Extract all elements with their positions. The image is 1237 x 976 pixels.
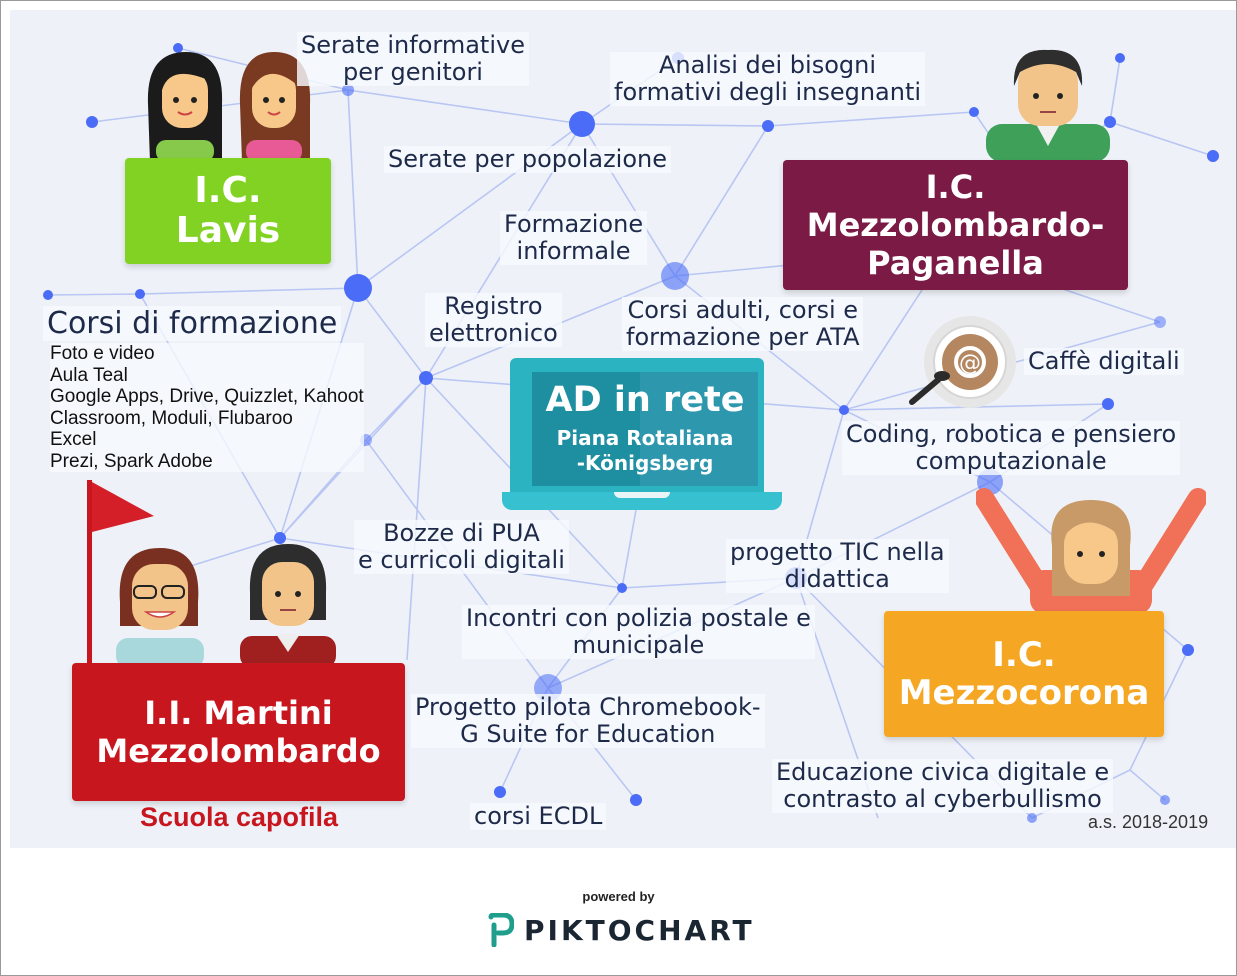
corsi-formazione-title: Corsi di formazione (43, 306, 342, 341)
label-bozze-pua: Bozze di PUA e curricoli digitali (354, 520, 569, 574)
flag-icon (87, 480, 154, 668)
teacher-woman-icon (116, 548, 204, 668)
label-formazione-informale: Formazione informale (500, 211, 648, 265)
piktochart-logo[interactable]: PIKTOCHART (488, 910, 755, 950)
school-year-label: a.s. 2018-2019 (1088, 812, 1209, 832)
teacher-man-icon (986, 49, 1110, 162)
node-ic-mezzolombardo-paganella: I.C. Mezzolombardo- Paganella (783, 160, 1128, 290)
powered-by-label: powered by (582, 889, 655, 904)
label-educazione-civica: Educazione civica digitale e contrasto a… (772, 759, 1114, 813)
piktochart-wordmark: PIKTOCHART (524, 913, 755, 947)
list-item: Google Apps, Drive, Quizzlet, Kahoot (50, 386, 364, 407)
student-girl-1-icon (147, 52, 223, 162)
label-registro-elettronico: Registro elettronico (425, 293, 562, 347)
center-title: AD in rete (545, 380, 745, 420)
corsi-formazione-list: Foto e video Aula Teal Google Apps, Driv… (50, 343, 364, 472)
laptop-screen: AD in rete Piana Rotaliana -Königsberg (510, 358, 764, 492)
label-serate-genitori: Serate informative per genitori (297, 32, 529, 86)
coffee-cup-at-icon: @ (909, 316, 1016, 408)
label-progetto-tic: progetto TIC nella didattica (726, 539, 949, 593)
label-analisi-bisogni: Analisi dei bisogni formativi degli inse… (610, 52, 926, 106)
label-coding: Coding, robotica e pensiero computaziona… (842, 421, 1181, 475)
student-girl-2-icon (239, 52, 311, 162)
lavis-students-illustration (147, 52, 311, 162)
martini-teachers-illustration (116, 544, 336, 668)
network-diagram: I.C. Lavis I.C. Mezzolombardo- Paganella (10, 10, 1236, 848)
label-caffe-digitali: Caffè digitali (1024, 348, 1184, 375)
laptop-icon: AD in rete Piana Rotaliana -Königsberg (502, 358, 782, 514)
label-chromebook: Progetto pilota Chromebook- G Suite for … (411, 694, 765, 748)
list-item: Aula Teal (50, 364, 128, 386)
laptop-base (502, 492, 782, 510)
svg-text:@: @ (959, 351, 981, 376)
laptop-display-shade (640, 372, 758, 486)
list-item: Excel (50, 429, 97, 450)
center-subtitle: Piana Rotaliana -Königsberg (556, 426, 734, 475)
list-item: Prezi, Spark Adobe (50, 450, 213, 472)
node-ic-lavis: I.C. Lavis (125, 158, 331, 264)
scuola-capofila-label: Scuola capofila (140, 802, 339, 832)
laptop-notch (614, 492, 670, 498)
list-item: Classroom, Moduli, Flubaroo (50, 407, 293, 429)
node-ic-mezzocorona: I.C. Mezzocorona (884, 611, 1164, 737)
label-serate-popolazione: Serate per popolazione (384, 146, 672, 173)
label-corsi-adulti: Corsi adulti, corsi e formazione per ATA (622, 297, 864, 351)
list-item: Foto e video (50, 343, 155, 364)
label-corsi-ecdl: corsi ECDL (470, 803, 607, 830)
label-incontri-polizia: Incontri con polizia postale e municipal… (462, 605, 815, 659)
node-ii-martini-mezzolombardo: I.I. Martini Mezzolombardo (72, 663, 405, 801)
piktochart-p-icon (488, 913, 514, 947)
teacher-man-red-icon (240, 544, 336, 668)
cheering-girl-icon (976, 488, 1206, 614)
